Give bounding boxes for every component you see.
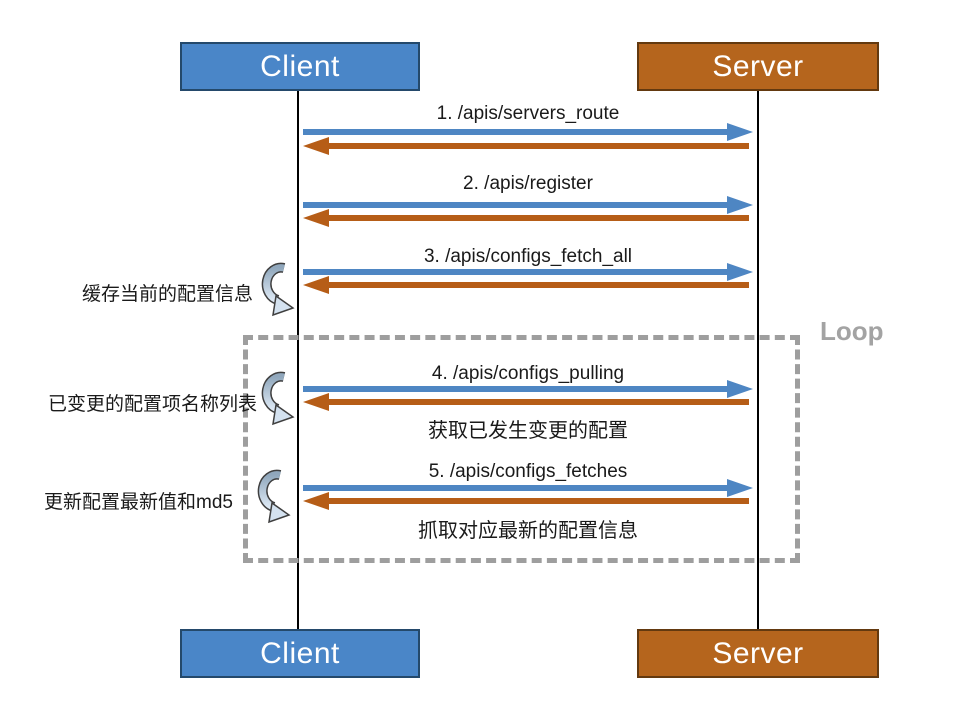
arrow-shaft: [303, 485, 735, 491]
response-arrow: [303, 137, 753, 155]
arrowhead-right-icon: [727, 380, 753, 398]
arrow-shaft: [303, 386, 735, 392]
circular-arrow-icon: [261, 371, 295, 426]
response-arrow: [303, 393, 753, 411]
message-label: 1. /apis/servers_route: [436, 103, 620, 124]
arrow-shaft: [321, 399, 749, 405]
arrow-shaft: [303, 202, 735, 208]
annotation-changed-config-list: 已变更的配置项名称列表: [47, 394, 257, 415]
arrowhead-right-icon: [727, 196, 753, 214]
arrowhead-right-icon: [727, 479, 753, 497]
actor-client-bottom: Client: [180, 629, 420, 678]
message-label: 4. /apis/configs_pulling: [431, 363, 625, 384]
message-caption: 抓取对应最新的配置信息: [418, 520, 638, 542]
circular-arrow-icon: [257, 469, 291, 524]
request-arrow: [303, 380, 753, 398]
arrowhead-right-icon: [727, 263, 753, 281]
actor-client-top: Client: [180, 42, 420, 91]
message-label: 5. /apis/configs_fetches: [428, 461, 628, 482]
arrow-shaft: [321, 215, 749, 221]
message-caption: 获取已发生变更的配置: [428, 420, 628, 442]
arrowhead-left-icon: [303, 492, 329, 510]
circular-arrow-icon: [261, 262, 295, 317]
annotation-update-config-md5: 更新配置最新值和md5: [44, 492, 233, 513]
request-arrow: [303, 123, 753, 141]
server-lifeline: [757, 91, 759, 629]
arrow-shaft: [321, 143, 749, 149]
arrowhead-left-icon: [303, 276, 329, 294]
arrowhead-left-icon: [303, 137, 329, 155]
request-arrow: [303, 479, 753, 497]
arrow-shaft: [303, 269, 735, 275]
response-arrow: [303, 209, 753, 227]
arrow-shaft: [321, 498, 749, 504]
response-arrow: [303, 276, 753, 294]
loop-label: Loop: [820, 316, 884, 346]
arrowhead-right-icon: [727, 123, 753, 141]
actor-server-top: Server: [637, 42, 879, 91]
actor-server-bottom: Server: [637, 629, 879, 678]
request-arrow: [303, 263, 753, 281]
arrow-shaft: [321, 282, 749, 288]
message-label: 3. /apis/configs_fetch_all: [423, 246, 633, 267]
loop-boundary: [243, 335, 800, 563]
arrowhead-left-icon: [303, 393, 329, 411]
request-arrow: [303, 196, 753, 214]
arrowhead-left-icon: [303, 209, 329, 227]
arrow-shaft: [303, 129, 735, 135]
annotation-cache-config: 缓存当前的配置信息: [81, 284, 253, 305]
client-lifeline: [297, 91, 299, 629]
response-arrow: [303, 492, 753, 510]
message-label: 2. /apis/register: [463, 173, 593, 194]
